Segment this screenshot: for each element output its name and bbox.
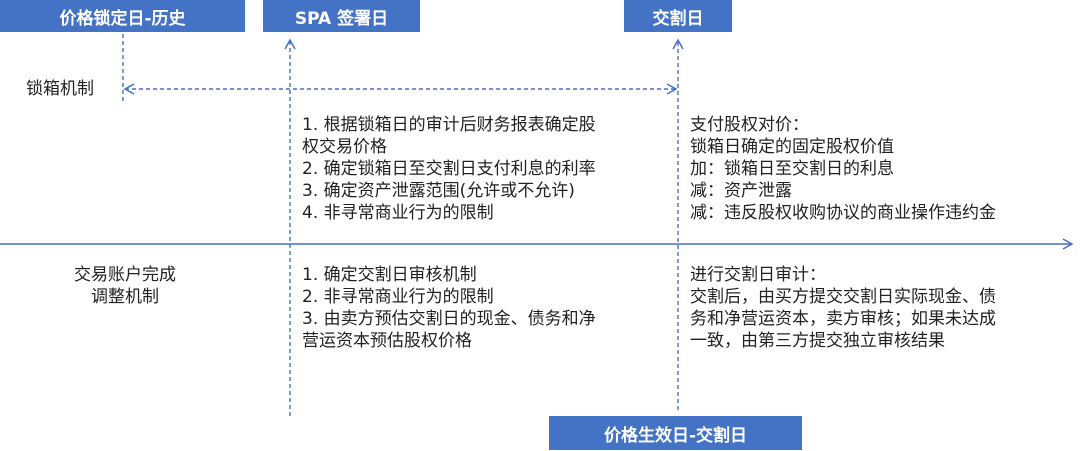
text-line: 调整机制 bbox=[91, 287, 159, 307]
closing-date-header: 交割日 bbox=[624, 0, 732, 32]
text-line: 4. 非寻常商业行为的限制 bbox=[302, 203, 494, 223]
text-line: 减：资产泄露 bbox=[690, 181, 792, 201]
locked-box-middle-text: 1. 根据锁箱日的审计后财务报表确定股 权交易价格 2. 确定锁箱日至交割日支付… bbox=[302, 114, 596, 224]
text-line: 3. 确定资产泄露范围(允许或不允许) bbox=[302, 181, 575, 201]
spa-signing-date-header: SPA 签署日 bbox=[263, 0, 420, 32]
price-effective-date-header: 价格生效日-交割日 bbox=[549, 416, 802, 450]
text-line: 3. 由卖方预估交割日的现金、债务和净 bbox=[302, 309, 596, 329]
text-line: 务和净营运资本，卖方审核；如果未达成 bbox=[690, 309, 996, 329]
text-line: 1. 根据锁箱日的审计后财务报表确定股 bbox=[302, 115, 596, 135]
price-lock-date-header: 价格锁定日-历史 bbox=[0, 0, 245, 32]
text-line: 支付股权对价： bbox=[690, 115, 809, 135]
text-line: 锁箱日确定的固定股权价值 bbox=[690, 137, 894, 157]
text-line: 交易账户完成 bbox=[74, 265, 176, 285]
text-line: 交割后，由买方提交交割日实际现金、债 bbox=[690, 287, 996, 307]
text-line: 2. 非寻常商业行为的限制 bbox=[302, 287, 494, 307]
completion-accounts-label: 交易账户完成 调整机制 bbox=[50, 264, 200, 308]
text-line: 减：违反股权收购协议的商业操作违约金 bbox=[690, 203, 996, 223]
locked-box-label: 锁箱机制 bbox=[26, 79, 94, 99]
completion-accounts-middle-text: 1. 确定交割日审核机制 2. 非寻常商业行为的限制 3. 由卖方预估交割日的现… bbox=[302, 264, 596, 352]
locked-box-right-text: 支付股权对价： 锁箱日确定的固定股权价值 加：锁箱日至交割日的利息 减：资产泄露… bbox=[690, 114, 996, 224]
text-line: 营运资本预估股权价格 bbox=[302, 331, 472, 351]
text-line: 权交易价格 bbox=[302, 137, 387, 157]
text-line: 加：锁箱日至交割日的利息 bbox=[690, 159, 894, 179]
text-line: 进行交割日审计： bbox=[690, 265, 826, 285]
text-line: 2. 确定锁箱日至交割日支付利息的利率 bbox=[302, 159, 596, 179]
text-line: 一致，由第三方提交独立审核结果 bbox=[690, 331, 945, 351]
text-line: 1. 确定交割日审核机制 bbox=[302, 265, 477, 285]
completion-accounts-right-text: 进行交割日审计： 交割后，由买方提交交割日实际现金、债 务和净营运资本，卖方审核… bbox=[690, 264, 996, 352]
